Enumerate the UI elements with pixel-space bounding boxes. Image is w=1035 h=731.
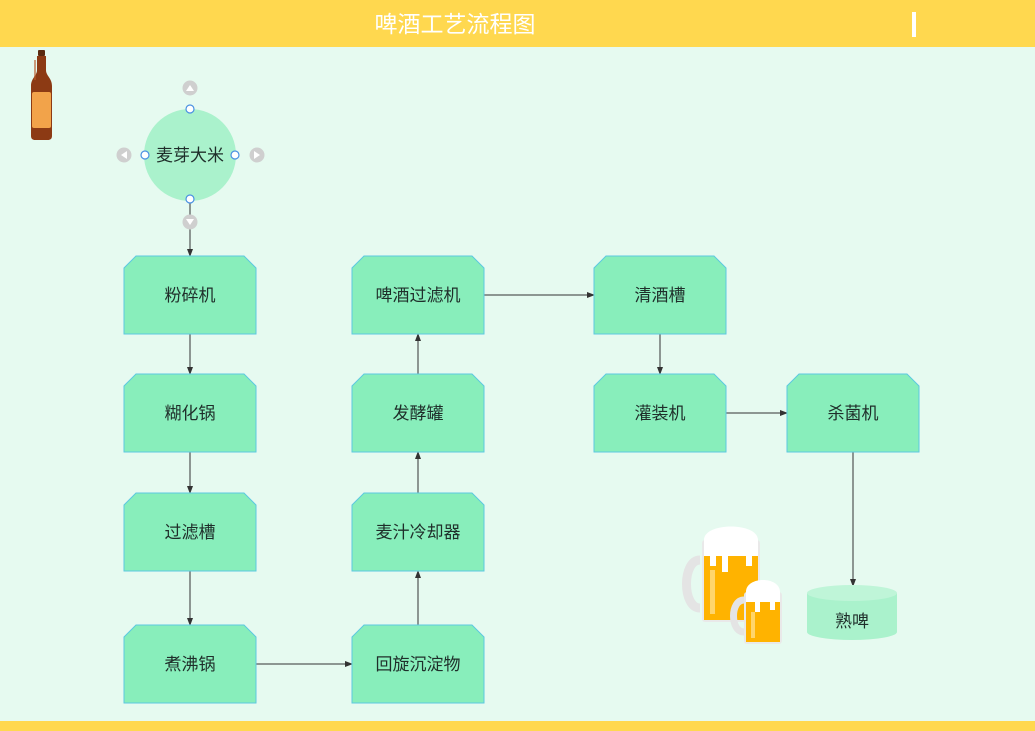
selection-handles[interactable] — [116, 80, 265, 230]
node-wort-cooler[interactable]: 麦汁冷却器 — [351, 492, 485, 572]
node-bright-tank[interactable]: 清酒槽 — [593, 255, 727, 335]
handle-right[interactable] — [230, 150, 240, 160]
node-crusher[interactable]: 粉碎机 — [123, 255, 257, 335]
start-node-label: 麦芽大米 — [156, 146, 224, 166]
node-filling-machine[interactable]: 灌装机 — [593, 373, 727, 453]
end-node-label: 熟啤 — [835, 611, 869, 632]
node-label: 发酵罐 — [393, 404, 444, 424]
start-node[interactable]: 麦芽大米 — [144, 109, 236, 201]
node-beer-filter[interactable]: 啤酒过滤机 — [351, 255, 485, 335]
header-bar: 啤酒工艺流程图 — [0, 0, 1035, 47]
handle-top[interactable] — [185, 104, 195, 114]
arrow-down-icon[interactable] — [182, 214, 198, 230]
arrow-right-icon[interactable] — [249, 147, 265, 163]
beer-mugs-icon — [682, 526, 782, 644]
node-boil-kettle[interactable]: 煮沸锅 — [123, 624, 257, 704]
node-label: 麦汁冷却器 — [376, 523, 461, 543]
handle-bottom[interactable] — [185, 194, 195, 204]
node-label: 灌装机 — [635, 404, 686, 424]
node-label: 啤酒过滤机 — [376, 286, 461, 306]
page-title: 啤酒工艺流程图 — [374, 12, 536, 38]
node-label: 清酒槽 — [635, 286, 686, 306]
arrow-up-icon[interactable] — [182, 80, 198, 96]
footer-bar — [0, 721, 1035, 731]
node-sterilizer[interactable]: 杀菌机 — [786, 373, 920, 453]
edges-layer — [187, 201, 856, 667]
node-label: 粉碎机 — [165, 286, 216, 306]
node-label: 过滤槽 — [165, 523, 216, 543]
node-label: 煮沸锅 — [165, 655, 216, 675]
text-cursor — [912, 12, 916, 37]
beer-bottle-icon — [31, 50, 52, 140]
end-node[interactable]: 熟啤 — [807, 585, 897, 640]
node-label: 糊化锅 — [165, 404, 216, 424]
node-mash-tun[interactable]: 糊化锅 — [123, 373, 257, 453]
node-label: 回旋沉淀物 — [376, 655, 461, 675]
node-whirlpool[interactable]: 回旋沉淀物 — [351, 624, 485, 704]
handle-left[interactable] — [140, 150, 150, 160]
arrow-left-icon[interactable] — [116, 147, 132, 163]
node-lauter-tun[interactable]: 过滤槽 — [123, 492, 257, 572]
node-fermenter[interactable]: 发酵罐 — [351, 373, 485, 453]
node-label: 杀菌机 — [828, 404, 879, 424]
